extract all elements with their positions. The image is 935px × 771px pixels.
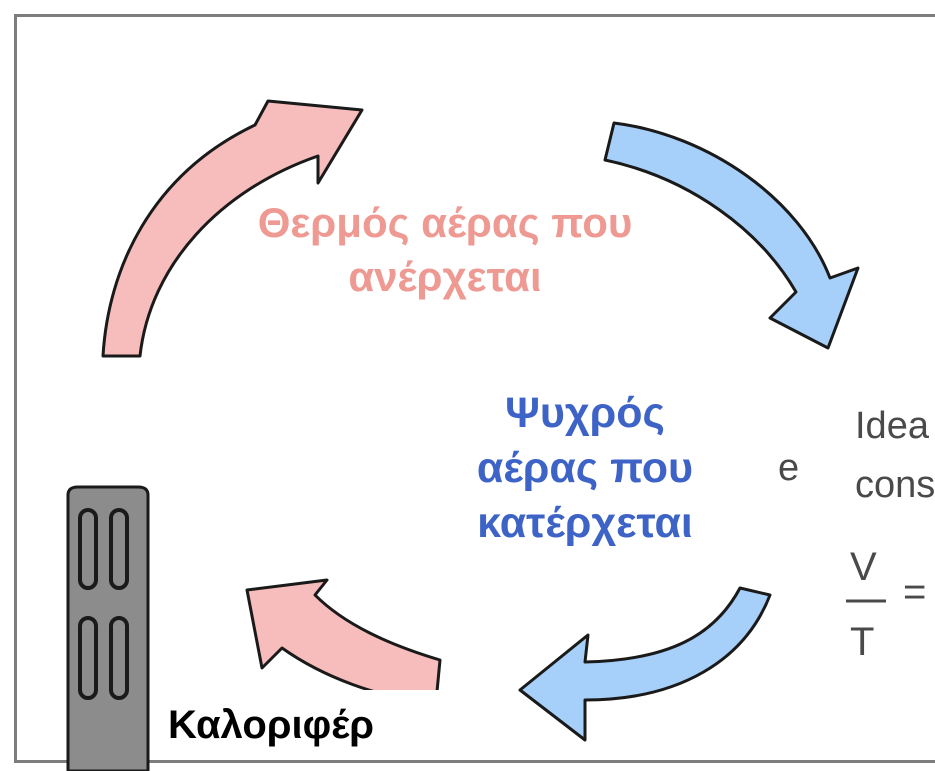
cool-air-arrow-top bbox=[603, 121, 860, 350]
warm-air-arrow-bottom bbox=[245, 578, 442, 704]
warm-air-rising-label: Θερμός αέρας που ανέρχεται bbox=[200, 196, 690, 304]
radiator-icon bbox=[66, 485, 150, 771]
cool-air-arrow-bottom bbox=[518, 586, 772, 742]
warm-label-line-1: Θερμός αέρας που bbox=[257, 199, 633, 246]
radiator-label: Καλοριφέρ bbox=[150, 690, 450, 760]
cool-label-line-3: κατέρχεται bbox=[477, 499, 693, 548]
diagram-frame bbox=[14, 14, 935, 763]
cool-label-line-2: αέρας που bbox=[476, 444, 694, 493]
background-text-e: e bbox=[778, 447, 800, 489]
background-text-cons: cons bbox=[855, 464, 935, 506]
equals-sign: = bbox=[903, 570, 927, 614]
background-text-ideal: Idea bbox=[855, 405, 929, 447]
cool-air-descending-label: Ψυχρός αέρας που κατέρχεται bbox=[400, 386, 770, 551]
warm-label-line-2: ανέρχεται bbox=[348, 252, 542, 300]
cool-label-line-1: Ψυχρός bbox=[505, 389, 665, 437]
fraction-denominator: T bbox=[850, 620, 875, 664]
warm-air-arrow-top bbox=[101, 99, 364, 358]
fraction-numerator: V bbox=[850, 545, 877, 589]
